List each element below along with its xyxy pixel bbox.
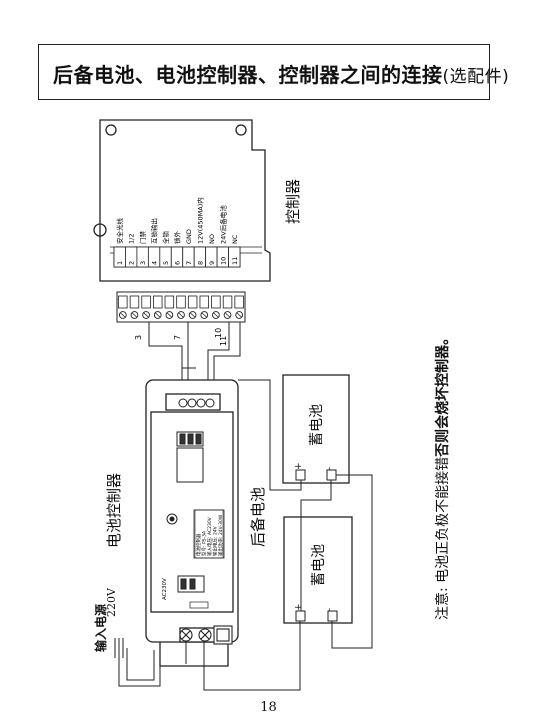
controller-terminal-number: 5 xyxy=(162,261,170,265)
controller-terminal-label: GND xyxy=(185,229,193,244)
controller-terminal-number: 10 xyxy=(219,257,227,265)
controller-terminal-label: 12V(450MA)内 xyxy=(195,197,204,244)
spec-plate-frame xyxy=(194,509,224,559)
plug-pin xyxy=(234,295,244,309)
battery-controller-top-screws xyxy=(178,398,215,408)
battery-2-label: 蓄电池 xyxy=(311,544,327,586)
controller-terminal-cell xyxy=(228,246,241,268)
controller-terminal-cells: 1 安全光线 2 1/2 3 门禁 4 互锁输出 5 全锁 6 锁外 7 GND 8 12V(450MA)内 9… xyxy=(113,197,241,268)
controller-terminal-number: 7 xyxy=(185,261,193,265)
wire-number-label: 7 xyxy=(173,335,182,340)
warning-note: 注意: 电池正负极不能接错否则会烧坏控制器。 xyxy=(432,331,452,620)
controller-terminal-number: 6 xyxy=(174,261,182,265)
battery-controller-input-label: AC230V xyxy=(162,578,168,600)
plug-pin xyxy=(129,295,140,309)
plug-pin xyxy=(211,295,221,309)
plug-pin xyxy=(118,295,128,309)
battery-2-minus: - xyxy=(325,607,335,611)
controller-terminal-label: 安全光线 xyxy=(115,218,124,245)
wire-number-label: 3 xyxy=(134,335,143,340)
controller-terminal-number: 8 xyxy=(196,261,204,265)
battery-1 xyxy=(282,374,350,484)
plug-pin xyxy=(164,295,175,309)
controller-terminal-label: 24V后备电池 xyxy=(218,205,227,244)
controller-terminal-label: NC xyxy=(231,234,239,244)
plug-screw-slot xyxy=(120,312,126,318)
page-number: 18 xyxy=(260,700,277,715)
battery-wires xyxy=(185,379,373,691)
controller-terminal-label: 互锁输出 xyxy=(150,218,159,244)
plug-screw-slot xyxy=(236,312,242,318)
plug-screw-slot xyxy=(155,312,161,318)
battery-1-label: 蓄电池 xyxy=(309,404,325,446)
battery-1-minus: - xyxy=(325,466,335,470)
controller-terminal-number: 1 xyxy=(116,261,124,265)
controller-terminal-label: 门禁 xyxy=(138,231,147,245)
controller-label: 控制器 xyxy=(284,178,302,224)
battery-1-plus: + xyxy=(294,462,304,470)
plug-screw-slot xyxy=(190,312,196,318)
controller-terminal-number: 2 xyxy=(128,261,136,265)
plug-pin xyxy=(153,295,163,309)
controller-terminal-number: 11 xyxy=(231,257,239,265)
plug-screw-slot xyxy=(166,312,172,318)
spec-plate-line: 电池控制器 xyxy=(195,533,202,556)
page-title: 后备电池、电池控制器、控制器之间的连接(选配件) xyxy=(53,59,509,88)
controller-terminal-label: 1/2 xyxy=(128,234,136,244)
battery-controller-bottom-terminals xyxy=(179,625,233,645)
controller-terminal-number: 3 xyxy=(139,261,147,265)
plug-screw-slot xyxy=(201,312,207,318)
battery-controller-internal-terminals xyxy=(166,431,225,609)
title-box: 后备电池、电池控制器、控制器之间的连接(选配件) xyxy=(38,44,509,100)
backup-battery-label: 后备电池 xyxy=(249,486,267,547)
plug-pin xyxy=(222,295,233,309)
plug-pin xyxy=(141,295,151,309)
warning-note-emphasis: 否则会烧坏控制器。 xyxy=(435,330,451,457)
plug-screw-slot xyxy=(143,312,149,318)
wire-number-label: 11 xyxy=(219,336,228,346)
plug-screw-slot xyxy=(213,312,219,318)
spec-plate-line: 型号: PS-3A xyxy=(201,530,208,556)
battery-2 xyxy=(283,516,353,624)
spec-plate-line: 输出功率: 24V-30W xyxy=(217,514,224,556)
warning-note-prefix: 注意: 电池正负极不能接错 xyxy=(435,456,451,620)
title-main: 后备电池、电池控制器、控制器之间的连接 xyxy=(53,63,443,87)
plug-pin xyxy=(176,295,186,309)
plug-pin xyxy=(199,295,209,309)
controller-terminal-label: 锁外 xyxy=(173,231,182,245)
title-suffix: (选配件) xyxy=(442,67,510,87)
power-input-wires xyxy=(114,638,161,687)
plug-screw-slot xyxy=(178,312,184,318)
power-input-voltage: 220V xyxy=(105,588,118,617)
wire-number-label: 10 xyxy=(214,328,223,338)
controller-terminal-number: 4 xyxy=(151,261,159,265)
battery-2-plus: + xyxy=(294,603,304,611)
plug-pin xyxy=(187,295,198,309)
plug-screw-slot xyxy=(225,312,231,318)
plug-screw-slot xyxy=(131,312,137,318)
spec-plate-line: 输入电压: AC230V xyxy=(206,516,213,556)
controller-terminal-label: 全锁 xyxy=(161,231,170,245)
controller-terminal-label: NO xyxy=(208,234,216,244)
spec-plate-line: 输出电压: 24V xyxy=(212,525,219,556)
controller-terminal-number: 9 xyxy=(208,261,216,265)
battery-controller-label: 电池控制器 xyxy=(105,472,123,548)
